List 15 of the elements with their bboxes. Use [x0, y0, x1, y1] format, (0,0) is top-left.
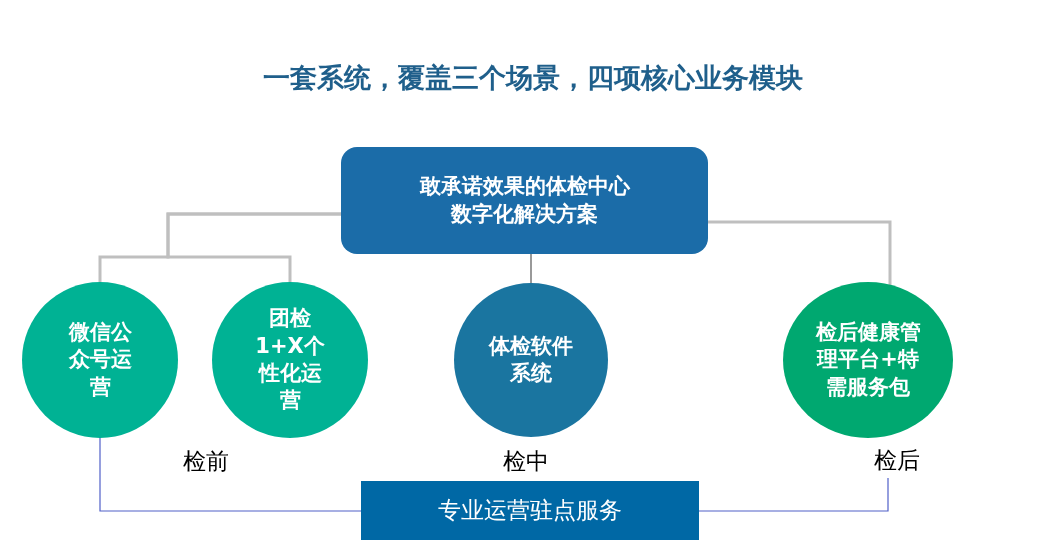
- stage-label: 检前: [183, 447, 229, 476]
- connector-line: [99, 437, 362, 512]
- connector-line: [530, 253, 532, 284]
- solution-box: 敢承诺效果的体检中心数字化解决方案: [341, 147, 708, 254]
- module-circle: 团检1+X个性化运营: [212, 282, 368, 438]
- stage-label: 检中: [503, 447, 549, 476]
- module-ellipse: 检后健康管理平台+特需服务包: [783, 282, 953, 438]
- stage-label: 检后: [862, 444, 932, 478]
- connector-line: [166, 212, 341, 282]
- title: 一套系统，覆盖三个场景，四项核心业务模块: [262, 61, 804, 95]
- module-circle: 微信公众号运营: [22, 282, 178, 438]
- connector-line: [708, 220, 892, 285]
- module-circle: 体检软件系统: [454, 283, 608, 437]
- connector-line: [698, 477, 889, 512]
- service-bar: 专业运营驻点服务: [361, 481, 699, 540]
